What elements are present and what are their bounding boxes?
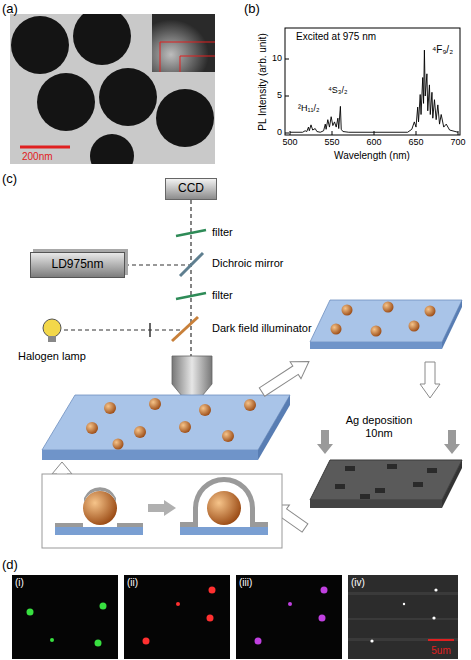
frame-label: (ii) [127, 577, 138, 588]
tem-image [10, 14, 215, 164]
laser-box: LD975nm [30, 252, 125, 278]
spectrum-trace [290, 50, 458, 132]
peak-label: ⁴S₃/₂ [328, 86, 348, 96]
tick-label: 5 [277, 91, 282, 101]
node-text: CCD [166, 182, 216, 196]
part-label: filter [212, 226, 233, 238]
tick-label: 550 [324, 138, 339, 148]
tick-label: 650 [408, 138, 423, 148]
axis-title: PL Intensity (arb. unit) [257, 33, 268, 130]
part-label: Dichroic mirror [212, 257, 284, 269]
tick-label: 700 [450, 138, 465, 148]
frame-label: (i) [15, 577, 24, 588]
node-text: Ag deposition 10nm [337, 414, 421, 439]
frame-label: (iii) [239, 577, 252, 588]
tick-label: 600 [366, 138, 381, 148]
node-text: LD975nm [31, 258, 124, 272]
plot-note: Excited at 975 nm [296, 31, 376, 42]
scale-label: 200nm [22, 151, 53, 162]
panel-letter: (a) [2, 2, 18, 16]
peak-label: ⁴F₉/₂ [432, 44, 453, 55]
camera-box: CCD [165, 178, 217, 200]
microscope-frames [12, 575, 458, 659]
spectrum-plot [285, 28, 460, 135]
peak-label: ²H₁₁/₂ [298, 104, 320, 114]
coated-substrate: Ag deposition 10nm [305, 408, 465, 526]
tick-label: 500 [282, 138, 297, 148]
panel-letter: (b) [244, 2, 260, 16]
frame-label: (iv) [351, 577, 365, 588]
tick-label: 0 [277, 128, 282, 138]
tick-label: 10 [272, 54, 282, 64]
part-label: Halogen lamp [18, 350, 86, 362]
scale-label: 5um [431, 645, 450, 656]
axis-title: Wavelength (nm) [334, 150, 410, 161]
panel-letter: (d) [2, 558, 18, 572]
part-label: filter [212, 289, 233, 301]
panel-letter: (c) [2, 172, 17, 186]
part-label: Dark field illuminator [212, 322, 312, 334]
